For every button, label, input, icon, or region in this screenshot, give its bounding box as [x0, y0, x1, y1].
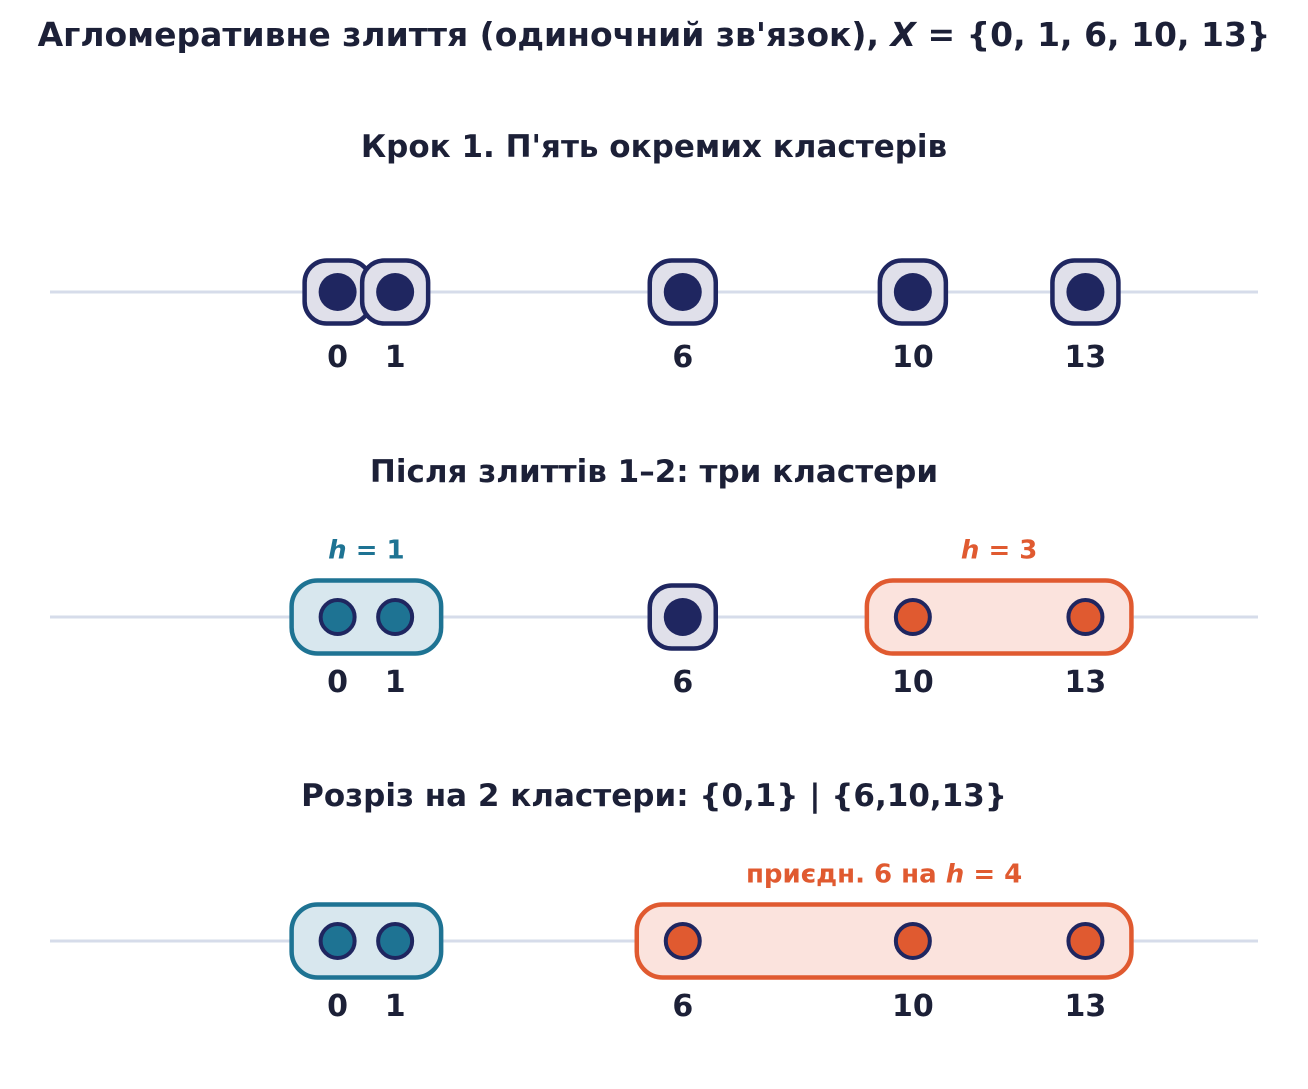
merge-label-post: = 1	[347, 536, 405, 566]
panel-title: Після злиттів 1–2: три кластери	[370, 454, 938, 490]
point-label: 13	[1065, 989, 1107, 1024]
panel-title: Розріз на 2 кластери: {0,1} | {6,10,13}	[301, 778, 1007, 814]
diagram-title: Агломеративне злиття (одиночний зв'язок)…	[38, 15, 1271, 54]
data-point	[663, 922, 702, 960]
point-label: 6	[672, 989, 693, 1024]
data-point	[893, 273, 932, 311]
point-label: 1	[385, 665, 406, 700]
title-var: X	[889, 15, 918, 54]
cluster-box	[634, 902, 1134, 980]
data-point	[663, 598, 702, 636]
data-point	[663, 273, 702, 311]
cluster-box	[864, 578, 1134, 656]
data-point	[1066, 273, 1105, 311]
point-label: 6	[672, 665, 693, 700]
data-point	[1066, 598, 1105, 636]
data-point	[318, 922, 357, 960]
point-label: 0	[327, 340, 348, 375]
merge-label-pre: приєдн. 6 на	[746, 860, 946, 890]
merge-label-post: = 3	[979, 536, 1037, 566]
point-label: 10	[892, 989, 934, 1024]
title-prefix: Агломеративне злиття (одиночний зв'язок)…	[38, 15, 891, 54]
merge-label-var: h	[946, 860, 965, 890]
merge-label-var: h	[328, 536, 347, 566]
panel-title: Крок 1. П'ять окремих кластерів	[361, 129, 947, 165]
merge-height-label: h = 3	[961, 536, 1038, 566]
point-label: 13	[1065, 340, 1107, 375]
data-point	[893, 598, 932, 636]
point-label: 0	[327, 989, 348, 1024]
data-point	[318, 273, 357, 311]
data-point	[376, 598, 415, 636]
merge-height-label: приєдн. 6 на h = 4	[746, 860, 1022, 890]
data-point	[376, 922, 415, 960]
data-point	[1066, 922, 1105, 960]
merge-label-var: h	[961, 536, 980, 566]
title-suffix: = {0, 1, 6, 10, 13}	[916, 15, 1270, 54]
panel-3: Розріз на 2 кластери: {0,1} | {6,10,13} п…	[50, 778, 1258, 1024]
data-point	[318, 598, 357, 636]
point-label: 1	[385, 989, 406, 1024]
point-label: 10	[892, 340, 934, 375]
data-point	[376, 273, 415, 311]
merge-label-post: = 4	[964, 860, 1022, 890]
point-label: 10	[892, 665, 934, 700]
point-label: 0	[327, 665, 348, 700]
point-label: 13	[1065, 665, 1107, 700]
merge-height-label: h = 1	[328, 536, 405, 566]
panel-1: Крок 1. П'ять окремих кластерів 0 1 6 10 13	[50, 129, 1258, 375]
data-point	[893, 922, 932, 960]
cluster-box	[289, 902, 444, 980]
cluster-box	[289, 578, 444, 656]
point-label: 1	[385, 340, 406, 375]
point-label: 6	[672, 340, 693, 375]
